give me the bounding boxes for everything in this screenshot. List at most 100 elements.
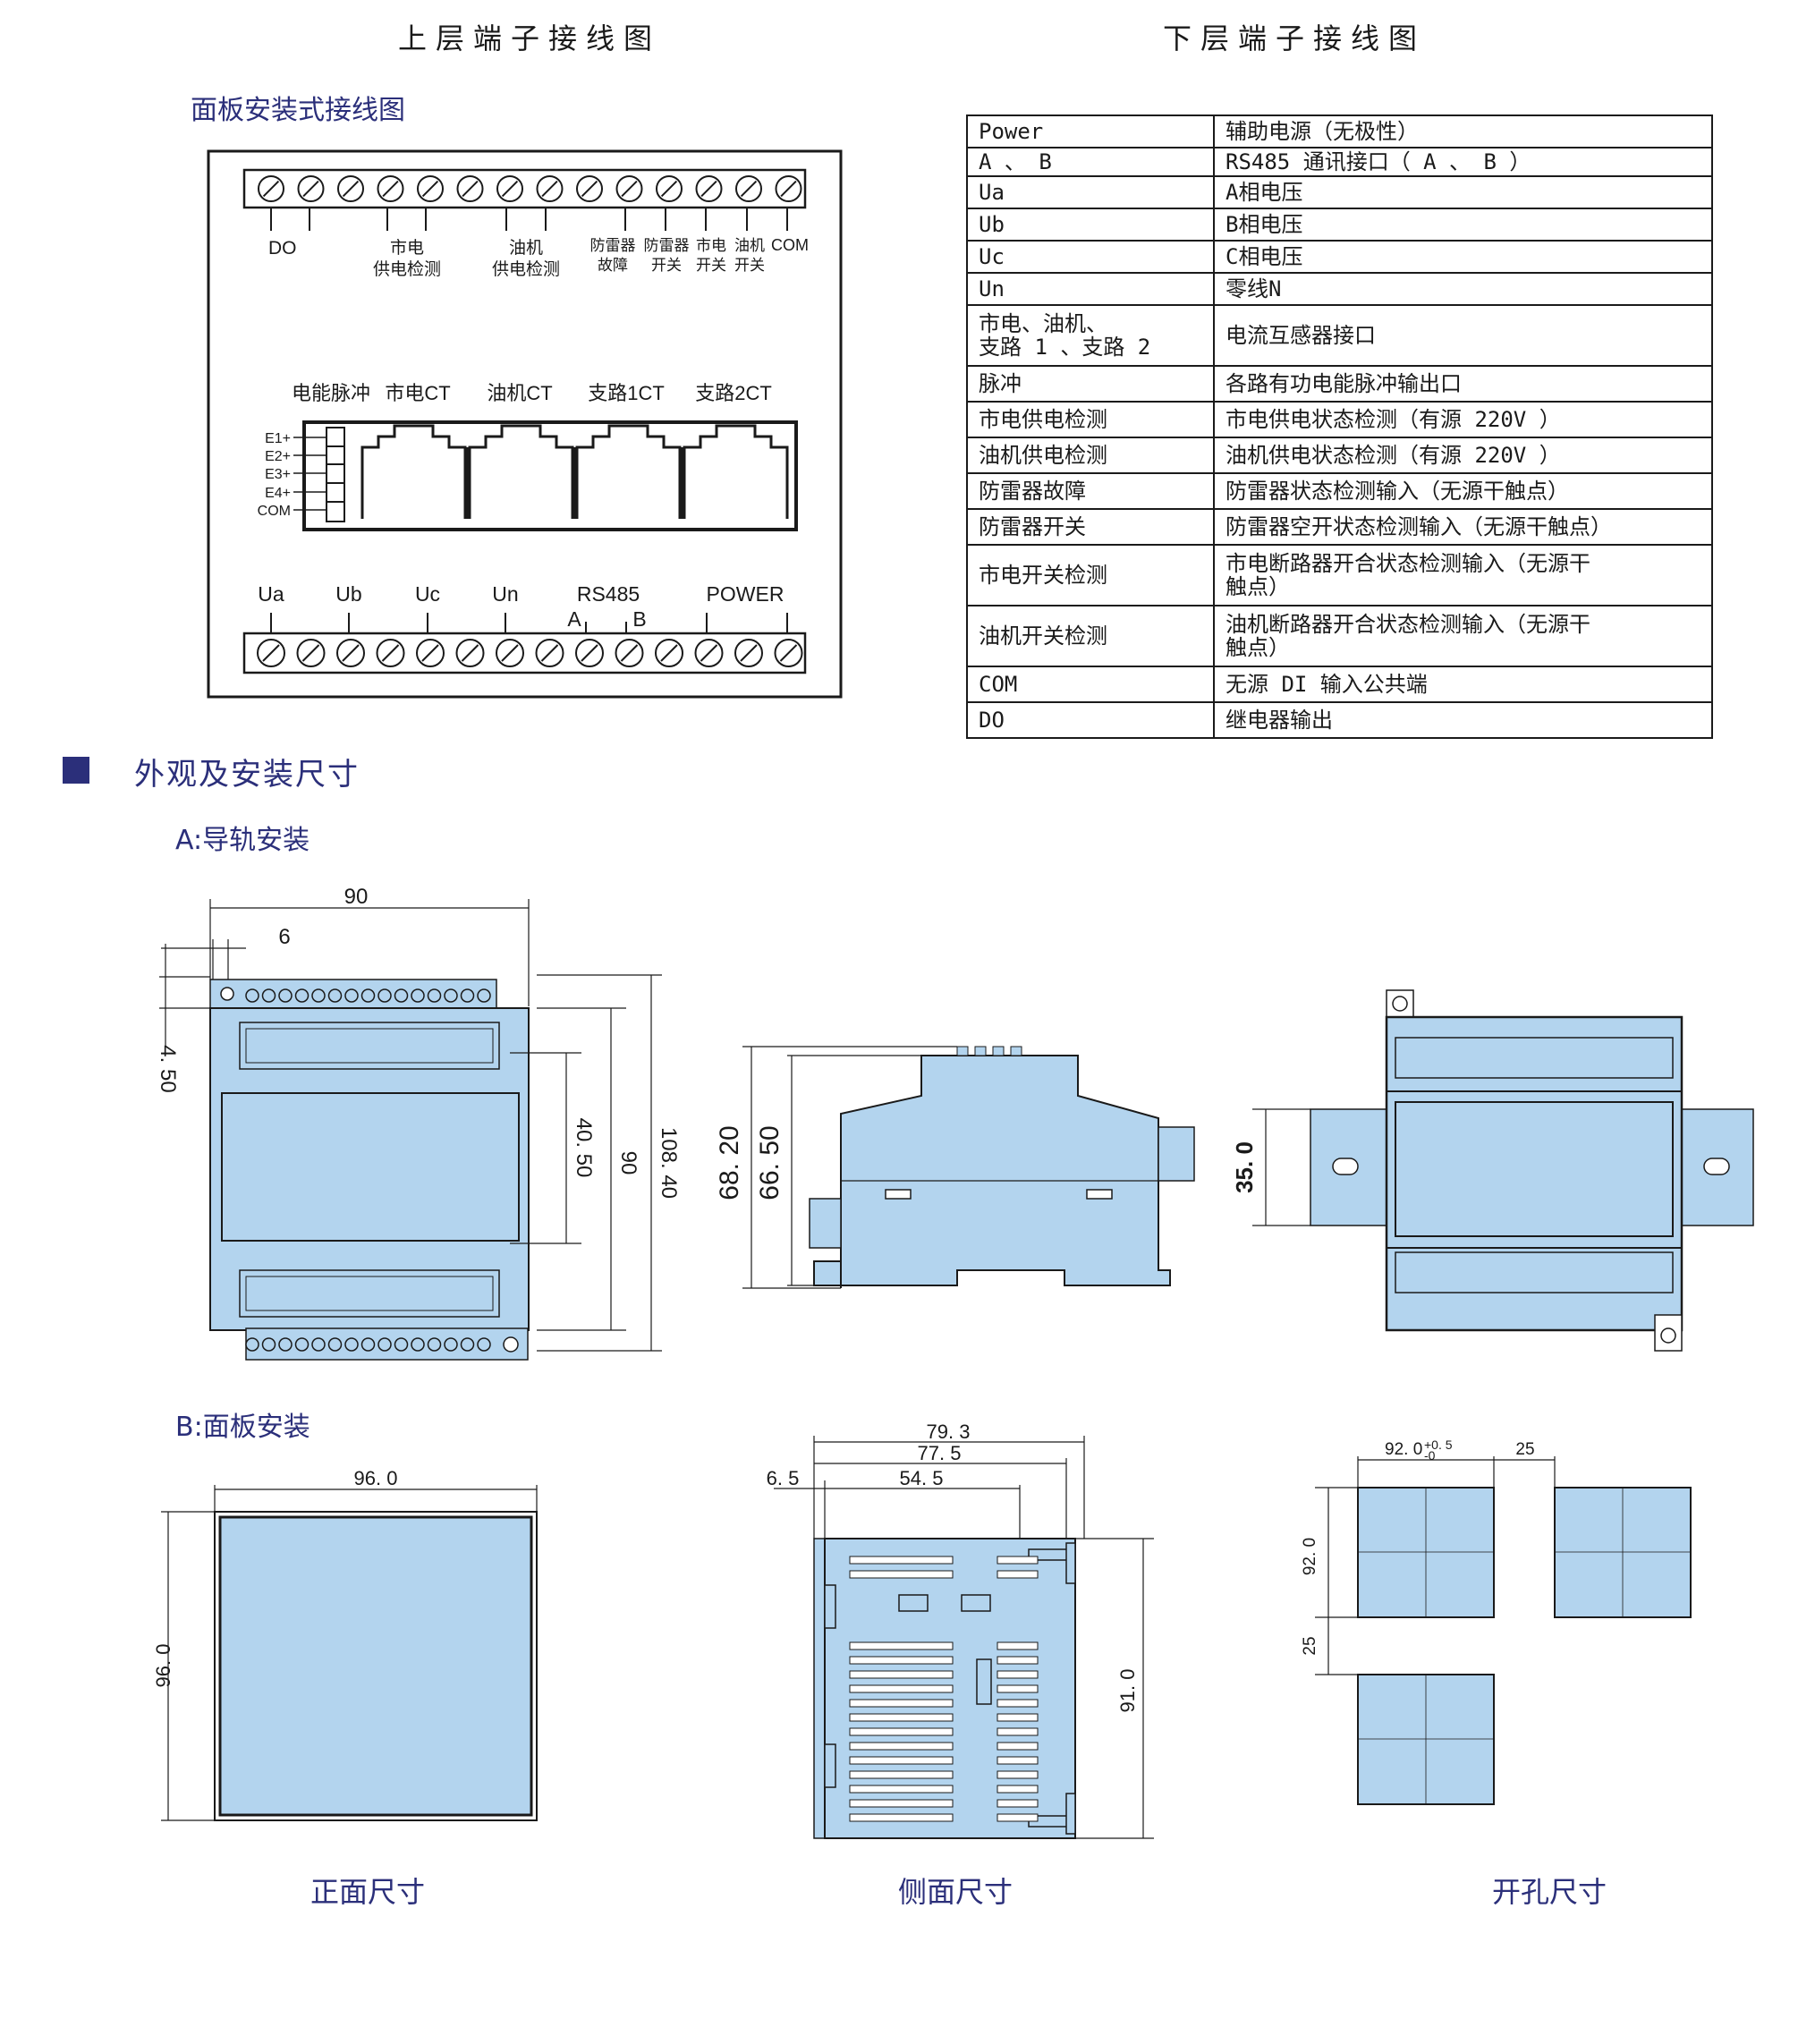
- label-mains-1: 市电: [390, 238, 424, 258]
- terminal-screw: [456, 175, 484, 202]
- rail-side-view: [809, 1046, 1195, 1288]
- rj45-port: [468, 424, 574, 519]
- rail-side-dim-labels: 68. 20 66. 50: [715, 1125, 785, 1200]
- legend-term: Ua: [966, 175, 1215, 209]
- vent-slot: [849, 1556, 954, 1565]
- terminal-screw: [258, 175, 284, 202]
- rail-terminal: [394, 1337, 409, 1352]
- vent-slot: [849, 1813, 954, 1822]
- label-spd-switch-2: 开关: [651, 257, 682, 274]
- legend-term: 防雷器开关: [966, 508, 1215, 546]
- terminal-screw: [655, 639, 683, 667]
- legend-desc: 油机断路器开合状态检测输入（无源干 触点）: [1213, 605, 1713, 667]
- label-mains-sw-1: 市电: [696, 237, 726, 254]
- label-ct-branch2: 支路2CT: [695, 382, 772, 404]
- terminal-screw: [735, 175, 762, 202]
- vent-slot: [997, 1785, 1039, 1794]
- legend-row: 防雷器故障防雷器状态检测输入（无源干触点）: [966, 472, 1713, 510]
- vent-slot: [997, 1670, 1039, 1679]
- label-oil-2: 供电检测: [492, 259, 560, 279]
- legend-desc: 无源 DI 输入公共端: [1213, 666, 1713, 703]
- rj45-port: [575, 424, 682, 519]
- label-power: POWER: [707, 582, 785, 606]
- upper-wiring-header: 上层端子接线图: [398, 21, 662, 55]
- rail-terminal: [278, 1337, 293, 1352]
- rail-terminal: [477, 988, 491, 1003]
- legend-desc: 辅助电源（无极性）: [1213, 114, 1713, 148]
- legend-term: 油机开关检测: [966, 605, 1215, 667]
- label-spd-fault-1: 防雷器: [590, 237, 636, 254]
- vent-slot: [849, 1713, 954, 1722]
- vent-slot: [997, 1727, 1039, 1736]
- dim-total-h: 108. 40: [657, 1127, 681, 1199]
- lower-terminal-strip: [242, 632, 807, 674]
- rail-terminal: [460, 988, 475, 1003]
- terminal-screw: [496, 639, 524, 667]
- rail-terminal: [377, 988, 392, 1003]
- mount-hole: [503, 1336, 519, 1353]
- vent-slot: [997, 1742, 1039, 1751]
- rail-terminal: [460, 1337, 475, 1352]
- terminal-screw: [575, 639, 604, 667]
- label-com-pulse: COM: [258, 504, 291, 519]
- rail-side-dims: [742, 1046, 957, 1289]
- terminal-screw: [296, 639, 326, 667]
- dim-cut-w: 92. 0: [1385, 1440, 1422, 1459]
- vent-slot: [997, 1713, 1039, 1722]
- rail-front-view: [209, 979, 530, 1361]
- terminal-screw: [694, 639, 724, 667]
- label-oil-sw-1: 油机: [734, 237, 765, 254]
- terminal-screw: [775, 175, 802, 202]
- terminal-screw: [336, 639, 365, 667]
- dim-cut-tol-bot: -0: [1424, 1448, 1436, 1463]
- legend-term: DO: [966, 701, 1215, 739]
- vent-slot: [997, 1641, 1039, 1650]
- wiring-diagram: [207, 149, 843, 699]
- mount-hole: [220, 987, 234, 1001]
- panel-front-view: [214, 1511, 538, 1821]
- legend-term: 油机供电检测: [966, 437, 1215, 474]
- dim-side-h1: 68. 20: [715, 1125, 744, 1200]
- rail-terminal: [444, 1337, 458, 1352]
- rail-terminal: [294, 1337, 310, 1352]
- dim-cut-h: 92. 0: [1301, 1538, 1319, 1575]
- legend-term: 市电供电检测: [966, 401, 1215, 438]
- panel-side-view: [813, 1538, 1076, 1839]
- terminal-screw: [695, 175, 723, 202]
- label-a: A: [567, 607, 581, 631]
- terminal-screw: [656, 175, 683, 202]
- vent-slot: [997, 1756, 1039, 1765]
- legend-desc: A相电压: [1213, 175, 1713, 209]
- legend-term: Power: [966, 114, 1215, 148]
- legend-term: Uc: [966, 240, 1215, 274]
- dim-body-h: 90: [616, 1151, 640, 1175]
- vent-slot: [849, 1756, 954, 1765]
- ct-connector-block: [302, 420, 798, 531]
- vent-slot: [997, 1570, 1039, 1579]
- rail-front-dim-labels: 90 6 4. 50 40. 50 90 108. 40: [156, 885, 681, 1199]
- vent-slot: [997, 1813, 1039, 1822]
- rail-terminal: [278, 988, 293, 1003]
- upper-leader-lines: [270, 208, 788, 231]
- panel-cutout-view: [1357, 1487, 1692, 1805]
- vent-slot: [849, 1742, 954, 1751]
- rail-terminal: [394, 988, 409, 1003]
- caption-front: 正面尺寸: [310, 1875, 426, 1909]
- label-un: Un: [492, 582, 518, 606]
- legend-desc: 防雷器状态检测输入（无源干触点）: [1213, 472, 1713, 510]
- label-ua: Ua: [258, 582, 284, 606]
- rail-terminal: [294, 988, 310, 1003]
- legend-row: 市电开关检测市电断路器开合状态检测输入（无源干 触点）: [966, 544, 1713, 606]
- dim-side-h: 91. 0: [1116, 1669, 1139, 1713]
- vent-slot: [849, 1727, 954, 1736]
- panel-side-dim-labels: 79. 3 77. 5 54. 5 6. 5 91. 0: [767, 1421, 1139, 1712]
- legend-desc: 继电器输出: [1213, 701, 1713, 739]
- rail-terminal: [427, 988, 442, 1003]
